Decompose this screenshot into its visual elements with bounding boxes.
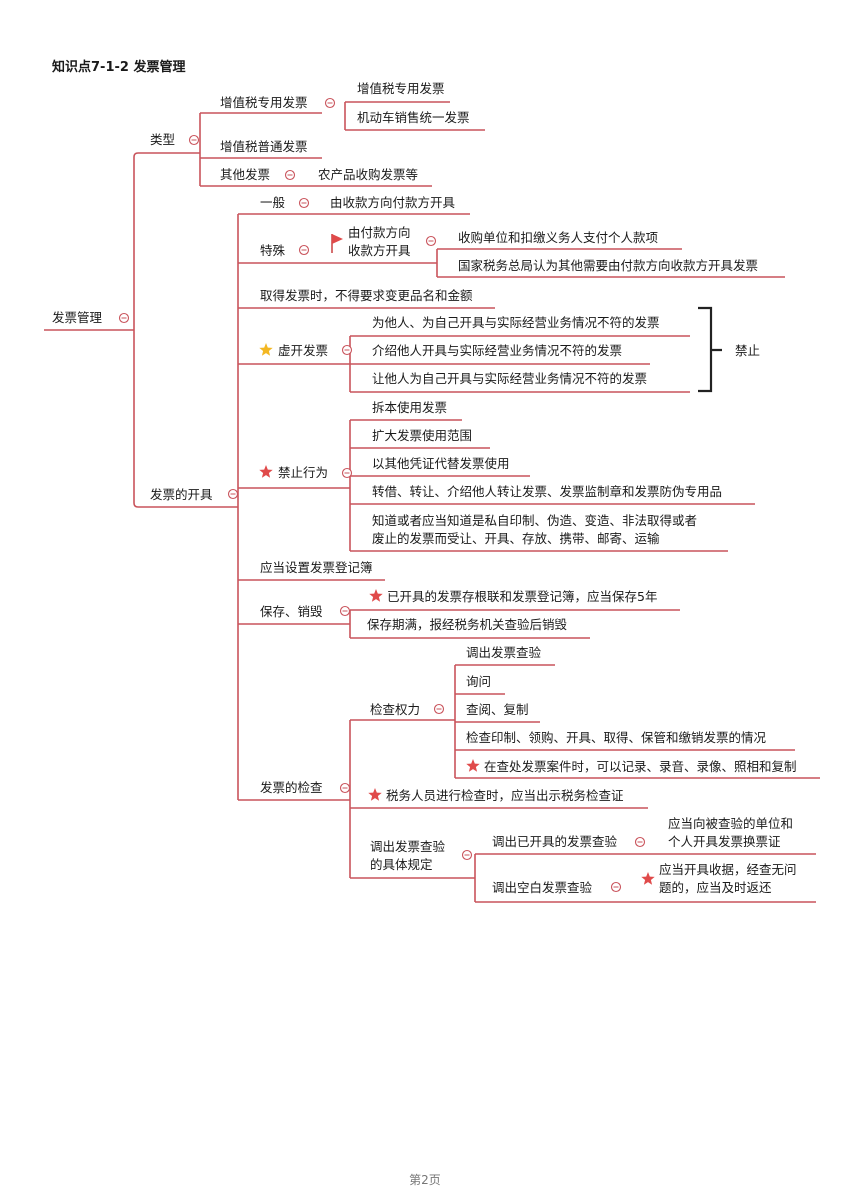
node-ban-4: 转借、转让、介绍他人转让发票、发票监制章和发票防伪专用品: [372, 484, 723, 499]
node-rule-b1-l1: 应当开具收据，经查无问: [659, 862, 797, 877]
node-issue: 发票的开具: [150, 487, 213, 502]
node-keep: 保存、销毁: [260, 604, 323, 619]
collapse-icon[interactable]: [298, 244, 310, 256]
rule-branch: [474, 853, 635, 903]
collapse-icon[interactable]: [339, 605, 351, 617]
collapse-icon[interactable]: [341, 467, 353, 479]
type-branch: [199, 112, 322, 187]
node-ban-5-l2: 废止的发票而受让、开具、存放、携带、邮寄、运输: [372, 531, 660, 546]
node-rule-a1-l2: 个人开具发票换票证: [668, 834, 781, 849]
collapse-icon[interactable]: [610, 881, 622, 893]
node-ban: 禁止行为: [278, 465, 329, 480]
node-vat-general: 增值税普通发票: [220, 139, 308, 154]
collapse-icon[interactable]: [188, 134, 200, 146]
inspect-branch: [349, 719, 648, 879]
node-payer-l2: 收款方开具: [348, 243, 411, 258]
collapse-icon[interactable]: [284, 169, 296, 181]
node-ban-5-l1: 知道或者应当知道是私自印制、伪造、变造、非法取得或者: [372, 513, 698, 528]
node-vat-special-2: 机动车销售统一发票: [357, 110, 470, 125]
forbid-bracket: [698, 306, 722, 393]
node-inspect: 发票的检查: [260, 780, 323, 795]
fake-branch: [349, 335, 690, 393]
node-keep-1: 已开具的发票存根联和发票登记簿，应当保存5年: [387, 589, 658, 604]
node-power-4: 检查印制、领购、开具、取得、保管和缴销发票的情况: [466, 730, 767, 745]
collapse-icon[interactable]: [324, 97, 336, 109]
node-staff: 税务人员进行检查时，应当出示税务检查证: [386, 788, 624, 803]
node-rule-b: 调出空白发票查验: [492, 880, 593, 895]
star-red-icon: [369, 589, 383, 602]
root-branch: [133, 152, 238, 508]
node-general-1: 由收款方向付款方开具: [330, 195, 456, 210]
node-ban-2: 扩大发票使用范围: [372, 428, 473, 443]
node-rule-a1-l1: 应当向被查验的单位和: [668, 816, 794, 831]
ban-branch: [349, 419, 755, 552]
issue-branch: [237, 213, 495, 801]
collapse-icon[interactable]: [227, 488, 239, 500]
node-rule-l1: 调出发票查验: [370, 839, 446, 854]
node-obtain: 取得发票时，不得要求变更品名和金额: [260, 288, 473, 303]
node-power-1: 调出发票查验: [466, 645, 542, 660]
page-title: 知识点7-1-2 发票管理: [52, 60, 186, 75]
power-branch: [454, 664, 820, 779]
node-keep-2: 保存期满，报经税务机关查验后销毁: [367, 617, 568, 632]
node-general: 一般: [260, 195, 286, 210]
node-ban-3: 以其他凭证代替发票使用: [372, 456, 510, 471]
node-power: 检查权力: [370, 702, 421, 717]
node-fake-3: 让他人为自己开具与实际经营业务情况不符的发票: [372, 371, 648, 386]
node-payer-l1: 由付款方向: [348, 225, 411, 240]
node-payer-2: 国家税务总局认为其他需要由付款方向收款方开具发票: [458, 258, 759, 273]
markers: [259, 234, 655, 885]
node-root: 发票管理: [52, 310, 103, 325]
star-red-icon: [466, 759, 480, 772]
keep-branch: [349, 609, 680, 639]
payer-branch: [345, 248, 785, 278]
node-register: 应当设置发票登记簿: [260, 560, 373, 575]
node-other: 其他发票: [220, 167, 271, 182]
collapse-icon[interactable]: [341, 344, 353, 356]
collapse-icon[interactable]: [634, 836, 646, 848]
connector-lines: [44, 101, 820, 903]
node-ban-1: 拆本使用发票: [372, 400, 448, 415]
flag-icon-cloth: [332, 234, 343, 244]
node-rule-b1-l2: 题的，应当及时返还: [659, 880, 772, 895]
collapse-icon[interactable]: [339, 782, 351, 794]
node-rule-l2: 的具体规定: [370, 857, 433, 872]
node-vat-special: 增值税专用发票: [220, 95, 308, 110]
page-number: 第2页: [409, 1173, 441, 1187]
star-red-icon: [259, 465, 273, 478]
collapse-icon[interactable]: [425, 235, 437, 247]
node-other-1: 农产品收购发票等: [318, 167, 419, 182]
star-red-icon: [641, 872, 655, 885]
collapse-icon[interactable]: [118, 312, 130, 324]
node-special: 特殊: [260, 243, 286, 258]
node-fake-1: 为他人、为自己开具与实际经营业务情况不符的发票: [372, 315, 660, 330]
collapse-icons[interactable]: [118, 97, 646, 893]
collapse-icon[interactable]: [298, 197, 310, 209]
node-payer-1: 收购单位和扣缴义务人支付个人款项: [458, 230, 659, 245]
node-power-3: 查阅、复制: [466, 702, 529, 717]
node-fake: 虚开发票: [278, 343, 329, 358]
forbid-note: 禁止: [735, 343, 761, 358]
node-rule-a: 调出已开具的发票查验: [492, 834, 618, 849]
star-yellow-icon: [259, 343, 273, 356]
collapse-icon[interactable]: [433, 703, 445, 715]
collapse-icon[interactable]: [461, 849, 473, 861]
vat-special-branch: [344, 101, 485, 131]
node-type: 类型: [150, 132, 176, 147]
node-power-5: 在查处发票案件时，可以记录、录音、录像、照相和复制: [484, 759, 797, 774]
node-fake-2: 介绍他人开具与实际经营业务情况不符的发票: [372, 343, 623, 358]
node-vat-special-1: 增值税专用发票: [357, 81, 445, 96]
node-power-2: 询问: [466, 674, 492, 689]
star-red-icon: [368, 788, 382, 801]
